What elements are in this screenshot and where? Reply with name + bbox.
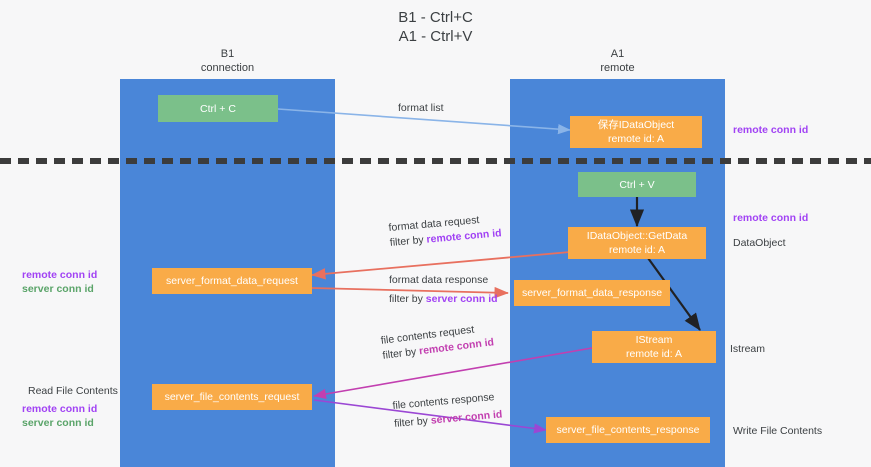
node-idataobject-getdata-line1: IDataObject::GetData — [586, 230, 688, 242]
node-server-format-data-request-label: server_format_data_request — [166, 275, 298, 287]
node-istream-line2: remote id: A — [625, 348, 683, 360]
lane-header-b1-name: B1 — [220, 48, 235, 60]
node-idataobject-line1: 保存IDataObject — [597, 119, 675, 131]
annotation-left-conn-ids-top: remote conn id server conn id — [22, 269, 98, 295]
node-ctrl-c-label: Ctrl + C — [200, 102, 236, 115]
node-idataobject-line2: remote id: A — [607, 133, 665, 145]
node-server-format-data-request[interactable]: server_format_data_request — [152, 268, 312, 294]
edge-label-format-data-request: format data request filter by remote con… — [388, 214, 503, 249]
edge-label-format-data-response: format data response filter by server co… — [389, 274, 498, 305]
annotation-right-dataobject: DataObject — [733, 237, 786, 249]
node-server-file-contents-response[interactable]: server_file_contents_response — [546, 417, 710, 443]
lane-header-b1-role: connection — [200, 62, 255, 74]
node-server-format-data-response[interactable]: server_format_data_response — [514, 280, 670, 306]
lane-header-a1-role: remote — [600, 62, 635, 74]
page-title-line-2: A1 - Ctrl+V — [398, 28, 473, 45]
node-istream[interactable]: IStream remote id: A — [592, 331, 716, 363]
node-ctrl-v[interactable]: Ctrl + V — [578, 172, 696, 197]
node-server-file-contents-request-label: server_file_contents_request — [164, 391, 300, 403]
lane-header-a1-name: A1 — [610, 48, 625, 60]
annotation-right-remote-conn-top: remote conn id — [733, 124, 809, 136]
edge-label-format-data-response-filter: filter by server conn id — [389, 293, 498, 305]
annotation-right-remote-conn-mid: remote conn id — [733, 212, 809, 224]
edge-label-file-contents-request: file contents request filter by remote c… — [380, 323, 495, 362]
node-idataobject-getdata-line2: remote id: A — [608, 244, 666, 256]
phase-divider — [0, 158, 871, 164]
node-server-file-contents-response-label: server_file_contents_response — [556, 424, 700, 436]
node-idataobject-getdata[interactable]: IDataObject::GetData remote id: A — [568, 227, 706, 259]
annotation-left-conn-ids-bottom: remote conn id server conn id — [22, 403, 98, 429]
page-title-line-1: B1 - Ctrl+C — [398, 9, 473, 26]
annotation-right-write-file-contents: Write File Contents — [733, 425, 823, 437]
node-istream-line1: IStream — [635, 334, 673, 346]
annotation-right-istream: Istream — [730, 343, 766, 355]
lane-header-a1: A1 remote — [510, 47, 725, 75]
annotation-left-read-file-contents: Read File Contents — [28, 385, 118, 397]
node-ctrl-v-label: Ctrl + V — [619, 178, 655, 191]
lane-header-b1: B1 connection — [120, 47, 335, 75]
node-ctrl-c[interactable]: Ctrl + C — [158, 95, 278, 122]
node-server-format-data-response-label: server_format_data_response — [521, 287, 663, 299]
node-server-file-contents-request[interactable]: server_file_contents_request — [152, 384, 312, 410]
edge-label-format-list: format list — [398, 102, 444, 114]
edge-label-file-contents-response: file contents response filter by server … — [392, 391, 503, 430]
node-idataobject[interactable]: 保存IDataObject remote id: A — [570, 116, 702, 148]
